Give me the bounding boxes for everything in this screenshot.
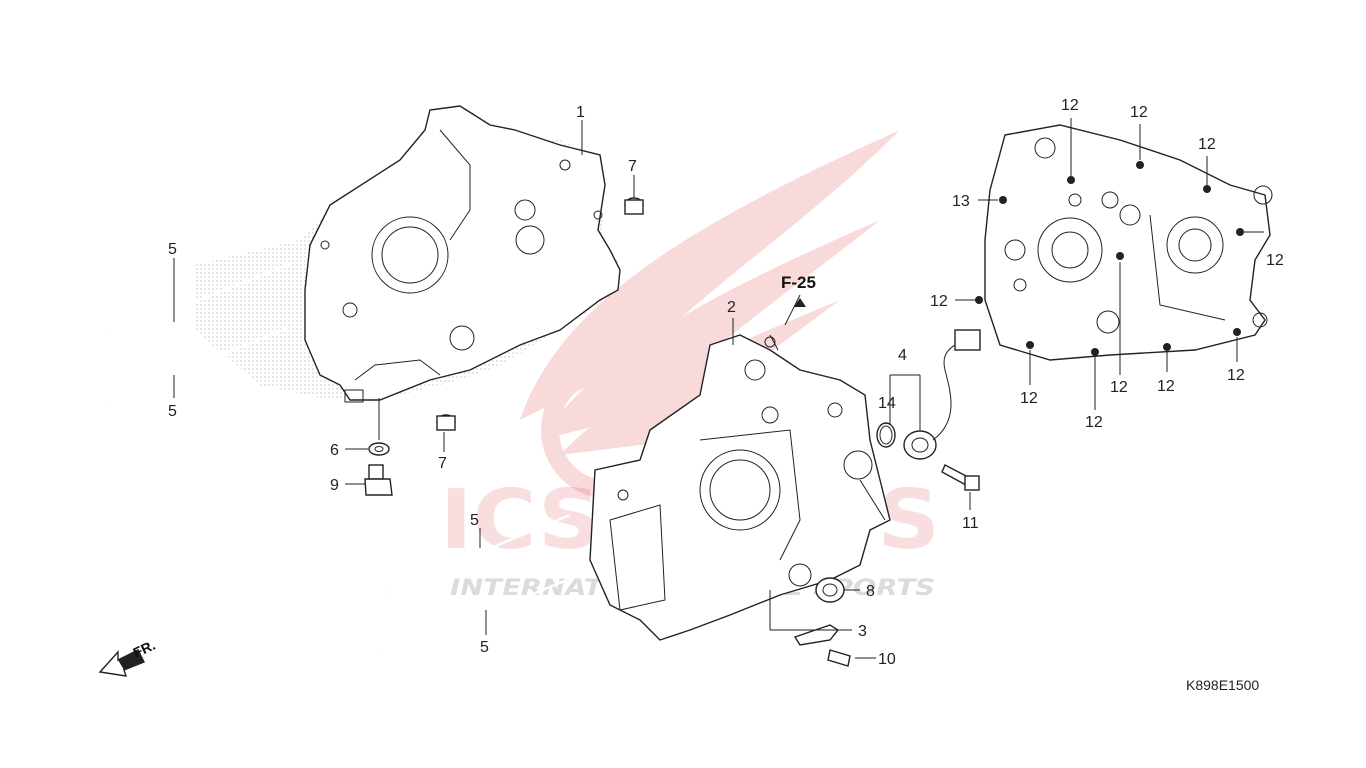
callout-12-b[interactable]: 12	[1130, 104, 1148, 121]
callout-9[interactable]: 9	[330, 477, 339, 494]
callout-12-g[interactable]: 12	[1110, 379, 1128, 396]
callout-12-j[interactable]: 12	[1227, 367, 1245, 384]
stud-bolts	[104, 260, 571, 657]
callout-12-a[interactable]: 12	[1061, 97, 1079, 114]
callout-3[interactable]: 3	[858, 623, 867, 640]
callouts: 1 7 5 5 6 9 7 2 F-25 5 5 8 3 10 4 14 11 …	[168, 97, 1284, 668]
callout-12-i[interactable]: 12	[1157, 378, 1175, 395]
callout-12-h[interactable]: 12	[1085, 414, 1103, 431]
reference-f25[interactable]: F-25	[781, 273, 816, 292]
diagram-code: K898E1500	[1186, 677, 1259, 693]
callout-1[interactable]: 1	[576, 104, 585, 121]
callout-12-d[interactable]: 12	[1266, 252, 1284, 269]
direction-label: FR.	[131, 637, 158, 661]
callout-5-lower-center[interactable]: 5	[480, 639, 489, 656]
callout-12-e[interactable]: 12	[930, 293, 948, 310]
right-crankcase	[589, 334, 891, 641]
callout-5-upper-left[interactable]: 5	[168, 241, 177, 258]
left-crankcase	[195, 105, 621, 403]
callout-4[interactable]: 4	[898, 347, 907, 364]
callout-13[interactable]: 13	[952, 193, 970, 210]
callout-5-lower-left[interactable]: 5	[168, 403, 177, 420]
callout-2[interactable]: 2	[727, 299, 736, 316]
callout-7-bottom[interactable]: 7	[438, 455, 447, 472]
callout-5-upper-center[interactable]: 5	[470, 512, 479, 529]
callout-6[interactable]: 6	[330, 442, 339, 459]
callout-11[interactable]: 11	[962, 515, 979, 532]
callout-12-c[interactable]: 12	[1198, 136, 1216, 153]
callout-10[interactable]: 10	[878, 651, 896, 668]
callout-8[interactable]: 8	[866, 583, 875, 600]
callout-14[interactable]: 14	[878, 395, 896, 412]
callout-12-f[interactable]: 12	[1020, 390, 1038, 407]
watermark-logo	[520, 130, 900, 499]
leader-lines	[173, 118, 1264, 659]
crankcase-cover-gasket	[975, 124, 1273, 361]
small-parts	[364, 197, 981, 667]
callout-7-top[interactable]: 7	[628, 158, 637, 175]
front-direction-arrow-icon: FR.	[98, 637, 158, 677]
reference-arrow	[794, 298, 806, 307]
